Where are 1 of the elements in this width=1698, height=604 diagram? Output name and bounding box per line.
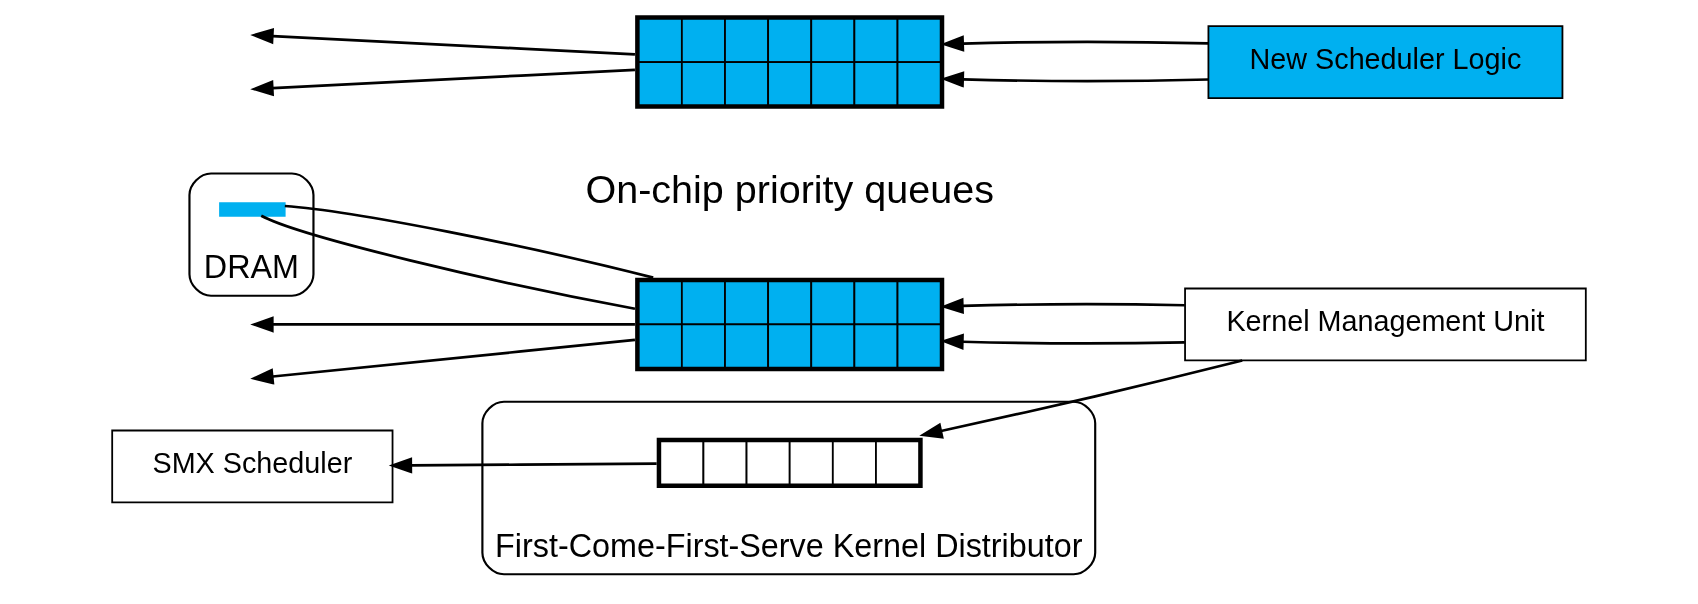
node-label: On-chip priority queues <box>585 167 994 212</box>
